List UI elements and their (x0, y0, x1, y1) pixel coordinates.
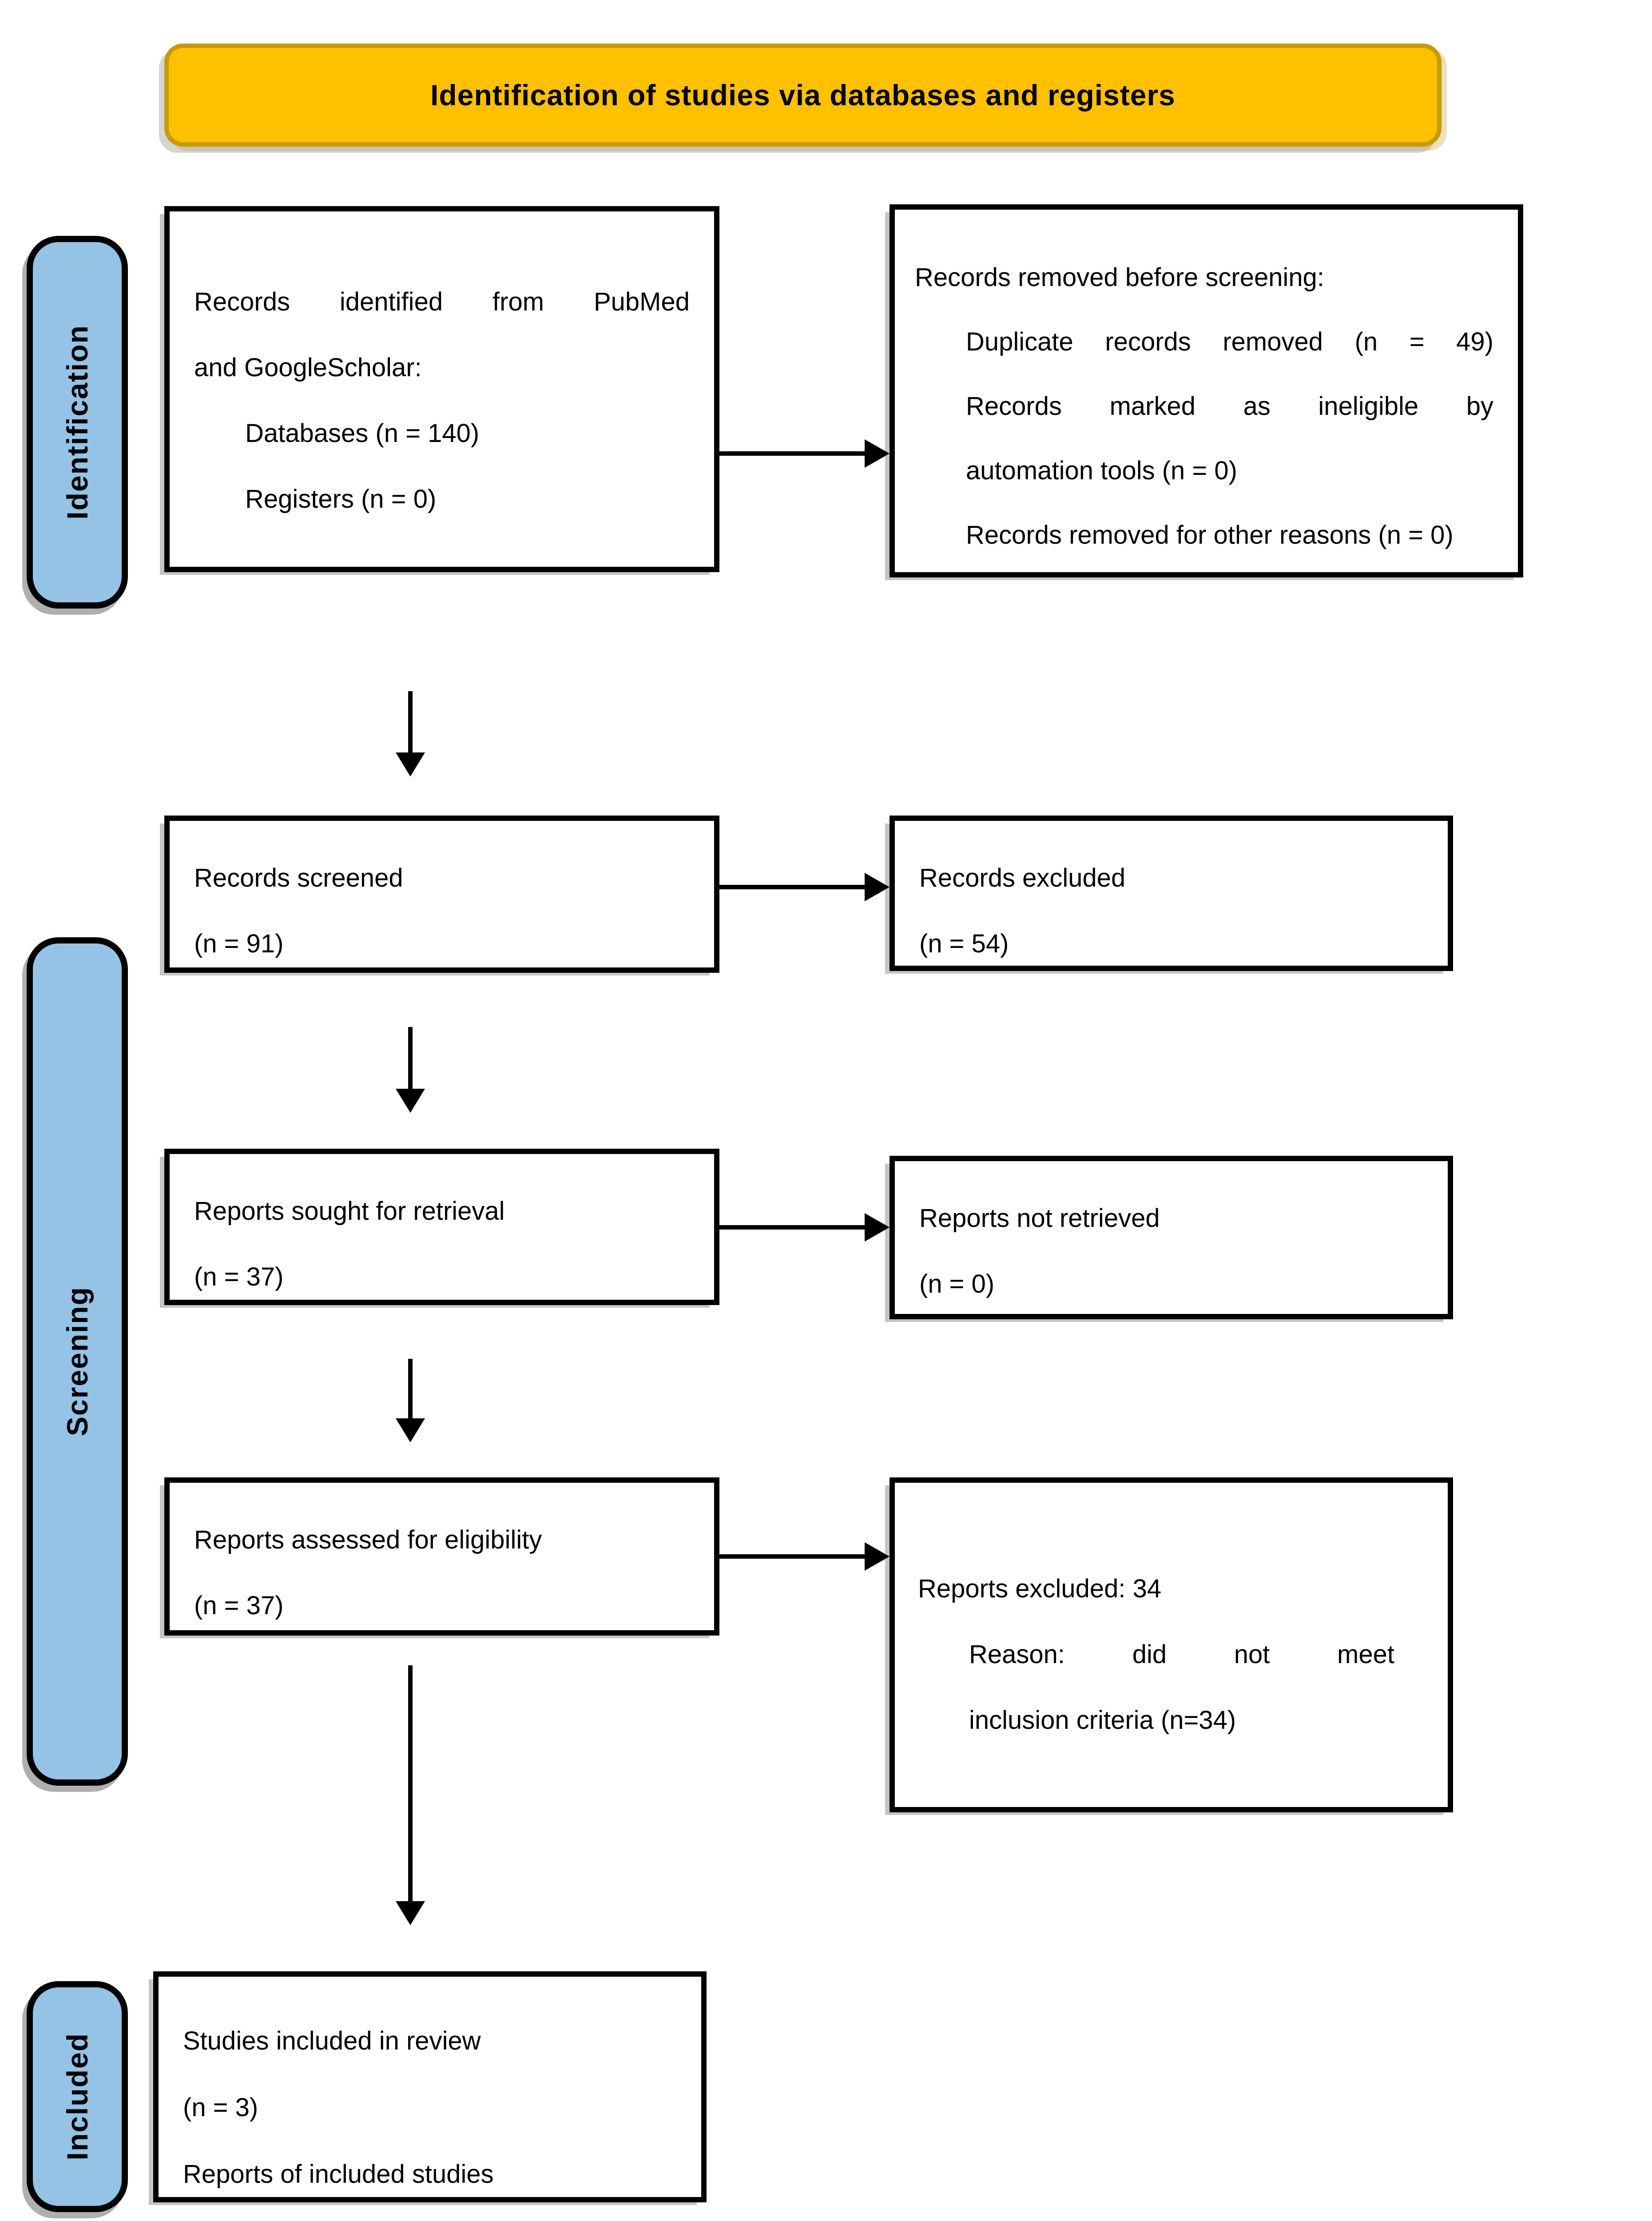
box-line: Reports not retrieved (919, 1204, 1160, 1233)
arrow-shaft (408, 1027, 413, 1091)
box-line: Records excluded (919, 864, 1126, 892)
arrow-assessed-to-included (396, 1665, 425, 1925)
arrow-shaft (408, 1359, 413, 1420)
box-line: Reports excluded: 34 (918, 1574, 1162, 1603)
arrow-sought-to-assessed (396, 1359, 425, 1442)
box-line: Reports of included studies (183, 2160, 494, 2189)
box-line: Databases (n = 140) (245, 419, 480, 448)
box-records-excluded: Records excluded (n = 54) (890, 816, 1453, 971)
arrow-shaft (408, 1665, 413, 1903)
box-line: Reports assessed for eligibility (194, 1525, 542, 1554)
arrow-assessed-to-excluded (719, 1542, 890, 1571)
box-reports-excluded: Reports excluded: 34 Reason: did not mee… (890, 1477, 1453, 1812)
arrow-head-down-icon (396, 1418, 425, 1442)
box-line: (n = 37) (194, 1591, 284, 1620)
box-line: Studies included in review (183, 2026, 481, 2055)
arrow-shaft (408, 691, 413, 754)
box-records-screened: Records screened (n = 91) (164, 816, 719, 973)
arrow-head-right-icon (865, 1213, 890, 1242)
box-line: Duplicate records removed (n = 49) (966, 327, 1493, 356)
arrow-identified-to-screened (396, 691, 425, 776)
arrow-shaft (719, 885, 866, 889)
arrow-shaft (719, 1225, 866, 1230)
stage-label-identification: Identification (27, 236, 128, 609)
box-studies-included-in-review: Studies included in review (n = 3) Repor… (153, 1971, 707, 2202)
banner-identification-via-databases: Identification of studies via databases … (164, 44, 1442, 147)
box-reports-assessed-for-eligibility: Reports assessed for eligibility (n = 37… (164, 1477, 719, 1636)
box-line: Records marked as ineligible by (966, 392, 1493, 421)
box-line: Records removed before screening: (915, 263, 1325, 292)
box-line: Registers (n = 0) (245, 485, 437, 513)
box-line: automation tools (n = 0) (966, 456, 1237, 485)
box-line: inclusion criteria (n=34) (969, 1706, 1236, 1735)
arrow-head-right-icon (865, 1542, 890, 1571)
box-reports-sought-for-retrieval: Reports sought for retrieval (n = 37) (164, 1149, 719, 1305)
arrow-head-right-icon (865, 873, 890, 901)
stage-label-identification-text: Identification (61, 325, 94, 520)
arrow-sought-to-not-retrieved (719, 1213, 890, 1242)
box-line: Reason: did not meet (969, 1640, 1394, 1669)
box-line: (n = 37) (194, 1262, 284, 1291)
box-records-removed-before-screening: Records removed before screening: Duplic… (890, 204, 1523, 577)
box-line: (n = 3) (183, 2093, 258, 2122)
arrow-screened-to-sought (396, 1027, 425, 1113)
arrow-shaft (719, 451, 866, 456)
arrow-identified-to-removed (719, 439, 890, 468)
box-line: (n = 0) (919, 1270, 995, 1298)
stage-label-included-text: Included (61, 2033, 94, 2161)
arrow-screened-to-excluded (719, 873, 890, 901)
arrow-shaft (719, 1554, 866, 1559)
arrow-head-down-icon (396, 752, 425, 776)
stage-label-screening: Screening (27, 937, 128, 1786)
box-records-identified: Records identified from PubMed and Googl… (164, 206, 719, 572)
stage-label-included: Included (27, 1981, 128, 2212)
box-line: (n = 54) (919, 929, 1009, 958)
box-reports-not-retrieved: Reports not retrieved (n = 0) (890, 1156, 1453, 1319)
box-line: Reports sought for retrieval (194, 1197, 505, 1226)
box-line: and GoogleScholar: (194, 353, 422, 382)
arrow-head-down-icon (396, 1089, 425, 1113)
stage-label-screening-text: Screening (61, 1286, 94, 1437)
arrow-head-right-icon (865, 439, 890, 468)
box-line: Records removed for other reasons (n = 0… (966, 521, 1453, 549)
box-line: (n = 91) (194, 929, 284, 958)
banner-title: Identification of studies via databases … (430, 79, 1175, 111)
box-line: Records screened (194, 864, 403, 892)
arrow-head-down-icon (396, 1901, 425, 1925)
box-line: Records identified from PubMed (194, 287, 690, 316)
